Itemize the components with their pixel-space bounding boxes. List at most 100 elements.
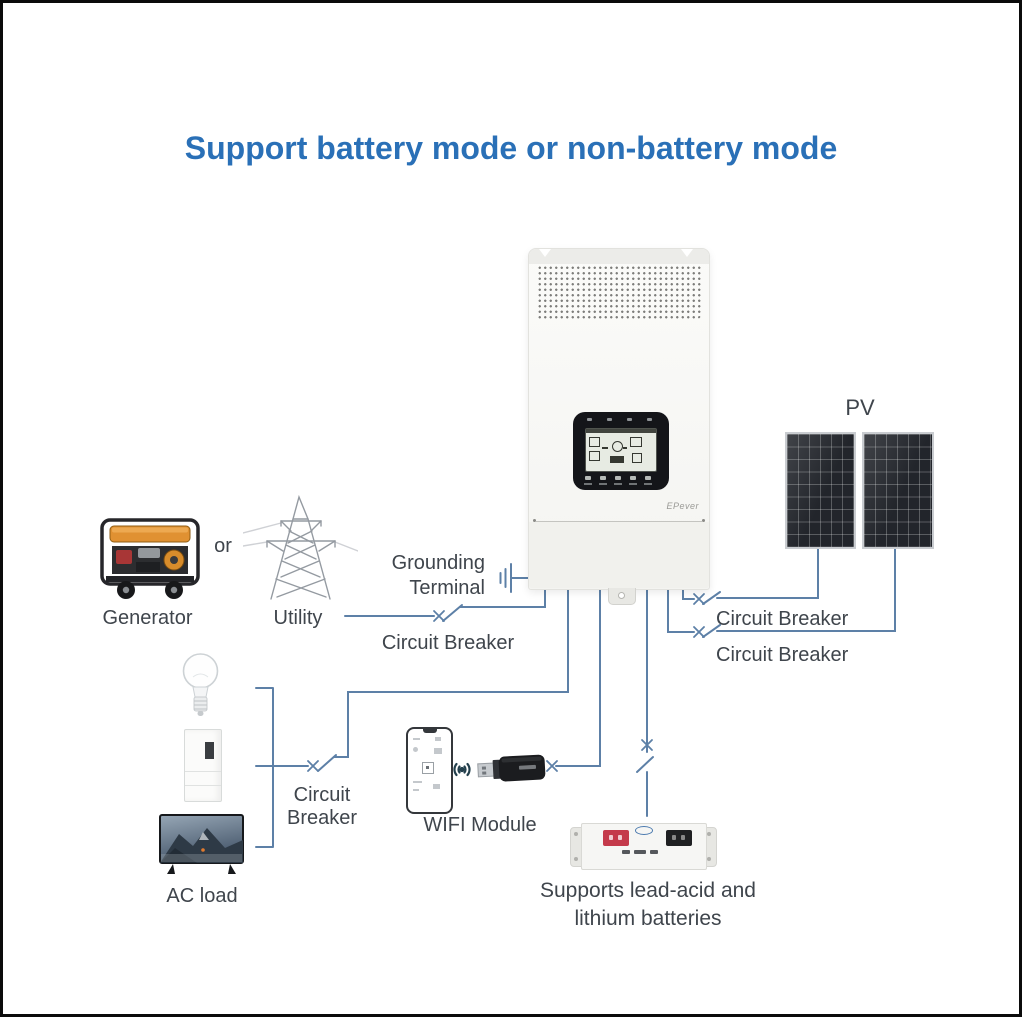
- grounding-terminal-line1: Grounding: [391, 552, 485, 574]
- button: [600, 476, 606, 480]
- led-indicator: [647, 418, 652, 421]
- utility-tower-illustration: [243, 494, 358, 600]
- solar-panel-left: [785, 432, 856, 549]
- grounding-terminal-line2: Terminal: [409, 577, 485, 599]
- wire-acload-bus: [255, 687, 309, 848]
- lcd-display-panel: [573, 412, 669, 490]
- battery-negative-terminal: [666, 830, 692, 846]
- screw-icon: [707, 857, 711, 861]
- fridge-seam: [185, 771, 221, 772]
- phone-ui-mark: [434, 748, 442, 754]
- wire-pv1-right: [716, 545, 819, 599]
- lcd-arrow: [623, 447, 627, 449]
- case-seam: [536, 521, 702, 522]
- screw-icon: [574, 857, 578, 861]
- button-label: [614, 483, 622, 485]
- or-label: or: [214, 535, 232, 557]
- button-label: [629, 483, 637, 485]
- breaker-lever-pv2: [702, 624, 721, 638]
- battery-caption: Supports lead-acid and lithium batteries: [498, 877, 798, 933]
- page-title: Support battery mode or non-battery mode: [184, 130, 838, 166]
- ac-load-label: AC load: [166, 885, 238, 907]
- wifi-dongle-icon: [477, 754, 546, 782]
- pv-breaker2-label: Circuit Breaker: [716, 644, 849, 666]
- button: [645, 476, 651, 480]
- button: [585, 476, 591, 480]
- button-label: [584, 483, 592, 485]
- wifi-signal-icon: [453, 762, 471, 777]
- phone-notch: [422, 729, 437, 733]
- generator-label: Generator: [102, 607, 193, 629]
- phone-ui-mark: [413, 747, 418, 752]
- brand-logo: EPever: [666, 501, 699, 511]
- lcd-load-icon: [630, 437, 642, 447]
- battery-body: [581, 823, 707, 870]
- wire-pv2-right: [716, 545, 896, 632]
- breaker-lever-pv1: [702, 591, 721, 605]
- tv-icon: [159, 814, 244, 874]
- battery-caption-line1: Supports lead-acid and: [540, 879, 756, 902]
- mounting-notch-icon: [681, 249, 693, 257]
- utility-label: Utility: [273, 607, 323, 629]
- grounding-terminal-label: Grounding Terminal: [355, 551, 485, 601]
- wire-utility-right: [459, 588, 546, 608]
- button-label: [644, 483, 652, 485]
- fridge-seam: [185, 785, 221, 786]
- phone-ui-mark: [413, 781, 422, 783]
- battery-indicator: [622, 850, 630, 854]
- wifi-module-label: WIFI Module: [423, 814, 537, 836]
- breaker-lever-acload: [317, 754, 337, 772]
- lcd-screen: [585, 428, 657, 472]
- wire-pv1-left: [682, 588, 695, 600]
- grounding-symbol-icon: [499, 563, 512, 593]
- lcd-grid-icon: [589, 451, 600, 461]
- button-label: [599, 483, 607, 485]
- lcd-pv-icon: [589, 437, 600, 447]
- lcd-arrow: [602, 447, 608, 449]
- lcd-inverter-icon: [612, 441, 623, 452]
- lcd-battery-icon: [610, 456, 624, 463]
- phone-icon: [406, 727, 453, 814]
- lcd-aux-icon: [632, 453, 642, 463]
- terminal-pin: [609, 835, 613, 840]
- pv-label: PV: [845, 395, 875, 420]
- wire-wifi: [555, 588, 601, 767]
- solar-panel-right: [862, 432, 934, 549]
- mounting-bracket: [608, 588, 636, 605]
- bulb-icon: [182, 653, 219, 716]
- phone-ui-mark: [413, 789, 419, 791]
- breaker-x-marks: [307, 593, 705, 772]
- seam-screw: [702, 519, 705, 522]
- button: [630, 476, 636, 480]
- button: [615, 476, 621, 480]
- phone-ui-mark: [435, 737, 441, 741]
- battery-caption-line2: lithium batteries: [574, 907, 722, 930]
- led-indicator: [627, 418, 632, 421]
- inverter-lower-case: [529, 522, 709, 588]
- battery-illustration: [570, 821, 717, 871]
- pv-breaker1-label: Circuit Breaker: [716, 608, 849, 630]
- breaker-lever-battery: [636, 756, 654, 773]
- fridge-display: [205, 742, 214, 759]
- ac-breaker-line2: Breaker: [286, 807, 358, 829]
- led-indicator: [587, 418, 592, 421]
- terminal-pin: [681, 835, 685, 840]
- utility-breaker-label: Circuit Breaker: [381, 632, 515, 654]
- terminal-pin: [618, 835, 622, 840]
- lcd-statusbar: [586, 429, 656, 433]
- screw-icon: [574, 832, 578, 836]
- inverter-top-band: [529, 249, 709, 264]
- wire-pv2-left: [667, 588, 695, 633]
- led-indicator: [607, 418, 612, 421]
- phone-ui-mark: [422, 762, 434, 774]
- generator-illustration: [100, 518, 200, 599]
- battery-brand-logo: [635, 826, 653, 835]
- vent-grille: [537, 265, 701, 319]
- seam-screw: [533, 519, 536, 522]
- mounting-notch-icon: [539, 249, 551, 257]
- ac-breaker-label: Circuit Breaker: [277, 784, 367, 830]
- wires: [255, 545, 896, 848]
- battery-indicator: [634, 850, 646, 854]
